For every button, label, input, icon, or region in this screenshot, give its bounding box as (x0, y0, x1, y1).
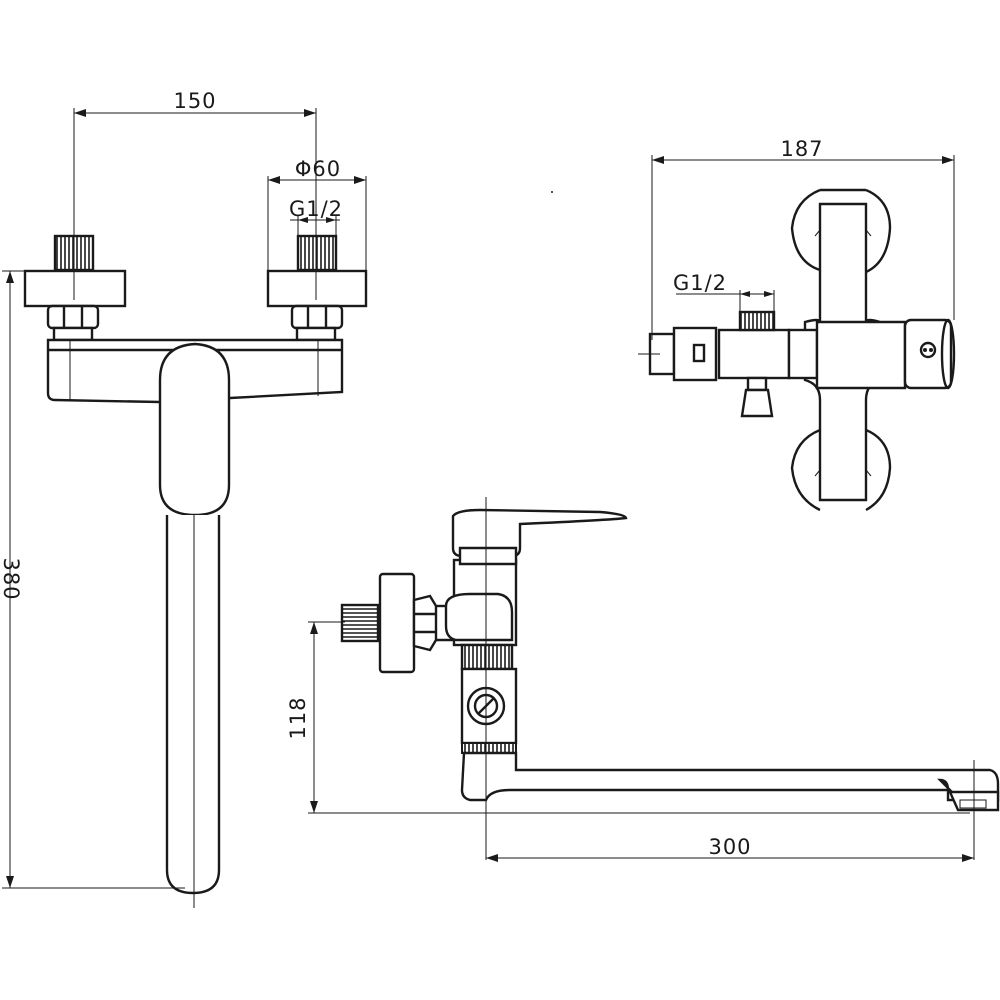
side-view (340, 497, 1000, 860)
side-inlet-thread (340, 603, 380, 643)
left-nut (46, 304, 100, 330)
top-view (638, 188, 956, 512)
right-thread (296, 234, 338, 272)
indicator-dot (919, 341, 937, 359)
side-flange (378, 572, 416, 674)
upper-wall-flange (790, 188, 821, 272)
lower-wall-flange (790, 428, 821, 512)
right-flange (266, 269, 368, 308)
dim-diameter-60: Φ60 (295, 157, 341, 181)
side-dimensions (308, 621, 974, 862)
right-nut (290, 304, 344, 330)
dim-380: 380 (0, 557, 23, 600)
front-view (23, 108, 368, 908)
side-collar (460, 643, 514, 671)
top-body-left (717, 328, 791, 380)
top-thread (738, 310, 776, 332)
side-spout (460, 751, 1000, 802)
left-flange (23, 269, 127, 308)
dim-187: 187 (780, 137, 823, 161)
dim-150: 150 (173, 89, 216, 113)
dim-top-thread: G1/2 (673, 271, 727, 295)
front-handle (158, 342, 231, 517)
front-spout (165, 515, 221, 895)
top-diverter (740, 388, 774, 418)
dim-118: 118 (286, 696, 310, 739)
front-dimensions (2, 109, 367, 889)
dim-300: 300 (708, 835, 751, 859)
top-dimensions (551, 155, 955, 340)
dim-front-thread: G1/2 (289, 197, 343, 221)
